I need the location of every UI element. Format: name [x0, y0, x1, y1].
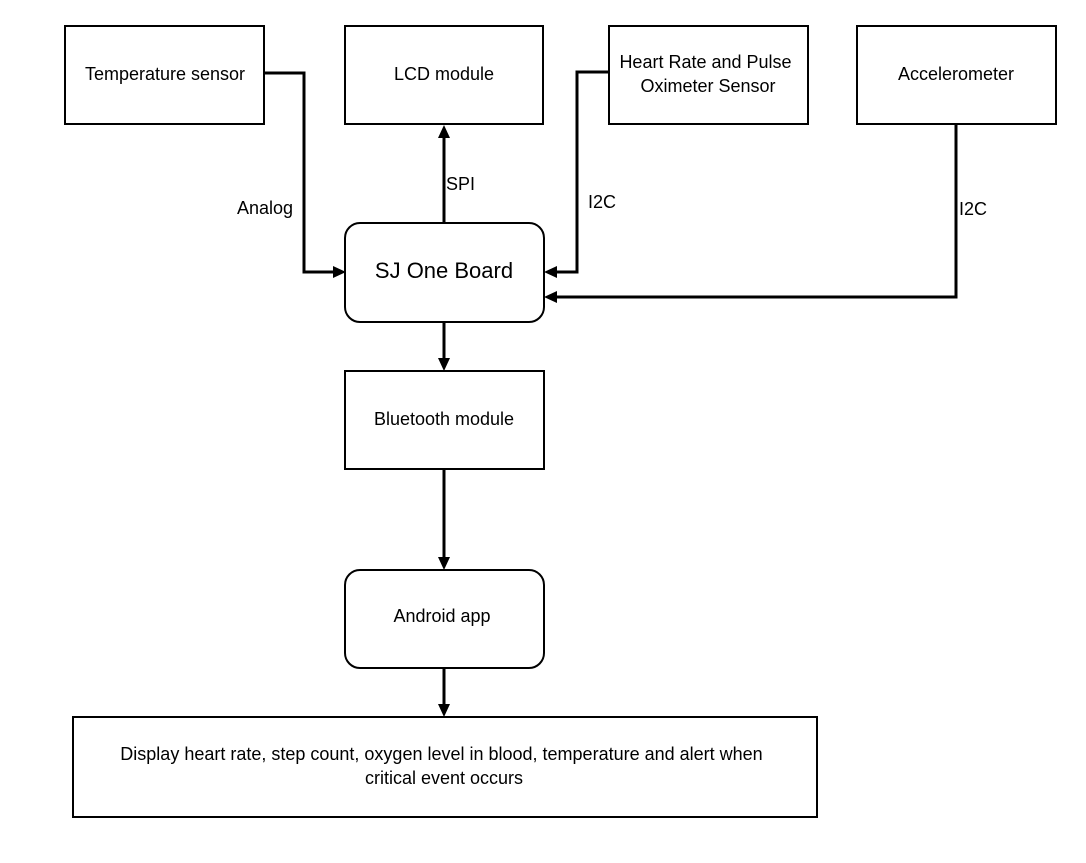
arrowhead-board-to-lcd — [438, 125, 450, 138]
node-android-app: Android app — [344, 569, 545, 669]
node-bluetooth-module: Bluetooth module — [344, 370, 545, 470]
arrowhead-temperature-to-board — [333, 266, 346, 278]
connector-heart-rate-to-board — [556, 70, 609, 274]
node-label: Heart Rate and Pulse Oximeter Sensor — [619, 52, 796, 96]
node-heart-rate-sensor: Heart Rate and Pulse Oximeter Sensor — [608, 25, 809, 125]
node-label-line-1: Display heart rate, step count, oxygen l… — [120, 744, 762, 764]
node-label: SJ One Board — [375, 258, 513, 283]
edge-label-analog: Analog — [237, 198, 293, 218]
edge-label-spi: SPI — [446, 174, 475, 194]
arrowhead-bluetooth-to-android — [438, 557, 450, 570]
connector-temperature-to-board — [264, 71, 334, 274]
arrowhead-heart-rate-to-board — [544, 266, 557, 278]
node-label: Bluetooth module — [374, 409, 514, 429]
node-label: Android app — [393, 606, 490, 626]
arrowhead-android-to-display — [438, 704, 450, 717]
arrowhead-board-to-bluetooth — [438, 358, 450, 371]
connector-accelerometer-to-board — [556, 125, 958, 299]
edge-label-i2c-accelerometer: I2C — [959, 199, 987, 219]
node-display-output: Display heart rate, step count, oxygen l… — [72, 716, 818, 818]
node-sj-one-board: SJ One Board — [344, 222, 545, 323]
edge-label-i2c-heart-rate: I2C — [588, 192, 616, 212]
node-label: Accelerometer — [898, 64, 1014, 84]
node-lcd-module: LCD module — [344, 25, 544, 125]
node-label-line-1: Heart Rate and Pulse — [619, 52, 791, 72]
node-label-line-2: critical event occurs — [365, 768, 523, 788]
arrowhead-accelerometer-to-board — [544, 291, 557, 303]
node-label: Temperature sensor — [85, 64, 245, 84]
node-label: LCD module — [394, 64, 494, 84]
node-label: Display heart rate, step count, oxygen l… — [120, 744, 767, 788]
connectors — [264, 70, 958, 717]
node-label-line-2: Oximeter Sensor — [640, 76, 775, 96]
node-temperature-sensor: Temperature sensor — [64, 25, 265, 125]
node-accelerometer: Accelerometer — [856, 25, 1057, 125]
